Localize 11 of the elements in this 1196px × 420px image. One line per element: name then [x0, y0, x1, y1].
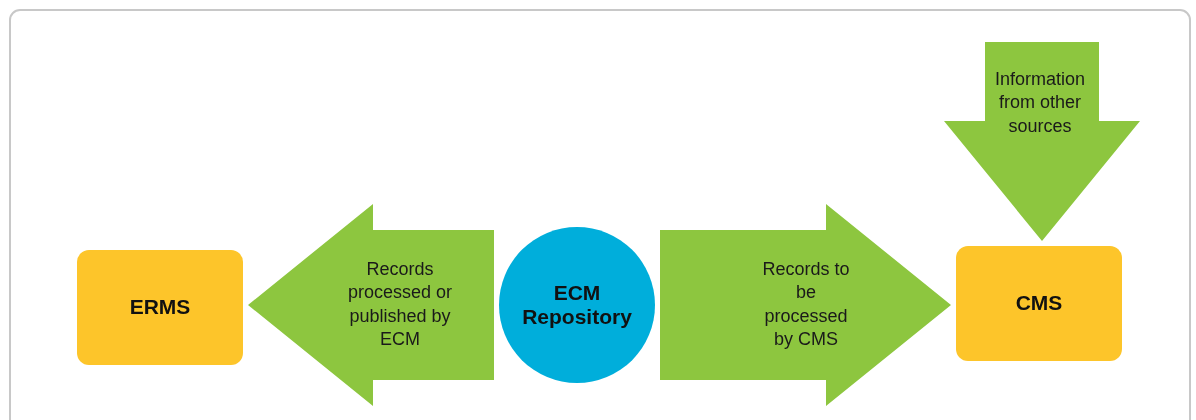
- node-label: ECM Repository: [521, 280, 633, 330]
- block-arrow: [944, 42, 1140, 241]
- block-arrow: [248, 204, 494, 406]
- edge-label: Records to be processed by CMS: [761, 258, 851, 352]
- node-label: ERMS: [129, 295, 191, 320]
- system-box: [956, 246, 1122, 361]
- node-label: CMS: [1015, 291, 1063, 316]
- system-box: [77, 250, 243, 365]
- edge-label: Information from other sources: [993, 67, 1086, 138]
- edge-label: Records processed or published by ECM: [346, 258, 454, 352]
- block-arrow: [660, 204, 951, 406]
